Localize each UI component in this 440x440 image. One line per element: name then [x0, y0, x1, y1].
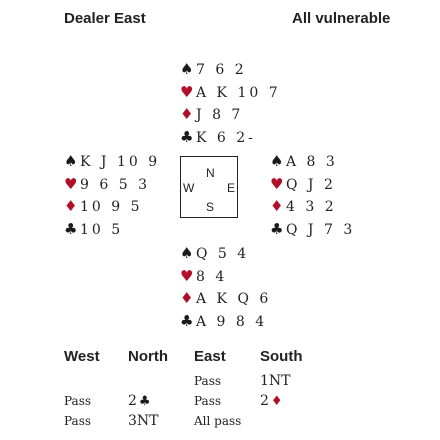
east-suit-symbol: ♠: [270, 152, 284, 170]
north-suit-symbol: ♥: [180, 82, 194, 101]
south-cards: Q 5 4: [196, 246, 250, 262]
east-suit-row: ♠A 8 3: [270, 150, 355, 173]
auction-header: South: [260, 348, 303, 365]
west-cards: K J 10 9: [80, 154, 161, 170]
west-suit-row: ♥9 6 5 3: [64, 173, 160, 196]
north-cards: A K 10 7: [196, 84, 281, 101]
west-cards: 10 9 5: [80, 199, 143, 216]
compass-box: N W E S: [180, 156, 238, 218]
auction-suit-symbol: ♣: [138, 394, 151, 409]
south-suit-row: ♣A 9 8 4: [180, 310, 271, 333]
north-suit-row: ♥A K 10 7: [180, 81, 281, 104]
east-suit-row: ♦4 3 2: [270, 195, 355, 218]
east-cards: 4 3 2: [286, 199, 337, 216]
west-hand: ♠K J 10 9♥9 6 5 3♦10 9 5♣10 5: [64, 150, 160, 240]
south-suit-row: ♦A K Q 6: [180, 287, 271, 310]
east-suit-symbol: ♦: [270, 197, 284, 216]
auction-bid: Pass: [64, 394, 92, 408]
south-suit-symbol: ♥: [180, 266, 194, 285]
south-cards: 8 4: [196, 268, 228, 285]
south-suit-symbol: ♣: [180, 311, 194, 330]
south-suit-row: ♥8 4: [180, 265, 271, 288]
south-suit-row: ♠Q 5 4: [180, 242, 271, 265]
compass-north: N: [206, 166, 215, 180]
east-suit-symbol: ♣: [270, 219, 284, 238]
north-cards: 7 6 2: [196, 62, 247, 78]
auction-bid: 2♦: [260, 393, 283, 409]
dealer-label: Dealer East: [64, 10, 146, 27]
auction-bid: Pass: [194, 374, 222, 388]
auction-header: West: [64, 348, 100, 365]
west-suit-symbol: ♠: [64, 152, 78, 170]
west-cards: 10 5: [80, 221, 124, 238]
south-cards: A K Q 6: [196, 291, 272, 308]
auction-bid: All pass: [194, 414, 242, 428]
north-suit-symbol: ♦: [180, 105, 194, 124]
south-suit-symbol: ♠: [180, 244, 194, 262]
east-cards: Q J 7 3: [286, 221, 356, 238]
east-suit-row: ♣Q J 7 3: [270, 218, 355, 241]
north-suit-row: ♦J 8 7: [180, 103, 281, 126]
north-hand: ♠7 6 2♥A K 10 7♦J 8 7♣K 6 2-: [180, 58, 281, 148]
north-suit-row: ♣K 6 2-: [180, 126, 281, 149]
east-hand: ♠A 8 3♥Q J 2♦4 3 2♣Q J 7 3: [270, 150, 355, 240]
vulnerability-label: All vulnerable: [292, 10, 391, 27]
west-cards: 9 6 5 3: [80, 176, 150, 193]
auction-bid: 2♣: [128, 393, 151, 409]
east-cards: Q J 2: [286, 176, 336, 193]
auction-header: East: [194, 348, 226, 365]
north-cards: J 8 7: [196, 107, 244, 124]
east-suit-row: ♥Q J 2: [270, 173, 355, 196]
compass-east: E: [226, 181, 235, 195]
west-suit-symbol: ♣: [64, 219, 78, 238]
south-cards: A 9 8 4: [196, 313, 268, 330]
east-cards: A 8 3: [286, 154, 338, 170]
auction-bid: Pass: [194, 394, 222, 408]
east-suit-symbol: ♥: [270, 174, 284, 193]
west-suit-row: ♦10 9 5: [64, 195, 160, 218]
west-suit-symbol: ♥: [64, 174, 78, 193]
south-suit-symbol: ♦: [180, 289, 194, 308]
west-suit-symbol: ♦: [64, 197, 78, 216]
south-hand: ♠Q 5 4♥8 4♦A K Q 6♣A 9 8 4: [180, 242, 271, 332]
auction-bid: Pass: [64, 414, 92, 428]
compass-south: S: [206, 200, 215, 214]
north-cards: K 6 2-: [196, 129, 256, 146]
auction-header: North: [128, 348, 168, 365]
compass-west: W: [183, 181, 195, 195]
west-suit-row: ♣10 5: [64, 218, 160, 241]
north-suit-symbol: ♣: [180, 127, 194, 146]
north-suit-row: ♠7 6 2: [180, 58, 281, 81]
west-suit-row: ♠K J 10 9: [64, 150, 160, 173]
north-suit-symbol: ♠: [180, 60, 194, 78]
auction-bid: 3NT: [128, 413, 159, 429]
auction-suit-symbol: ♦: [270, 394, 283, 409]
auction-bid: 1NT: [260, 373, 291, 389]
